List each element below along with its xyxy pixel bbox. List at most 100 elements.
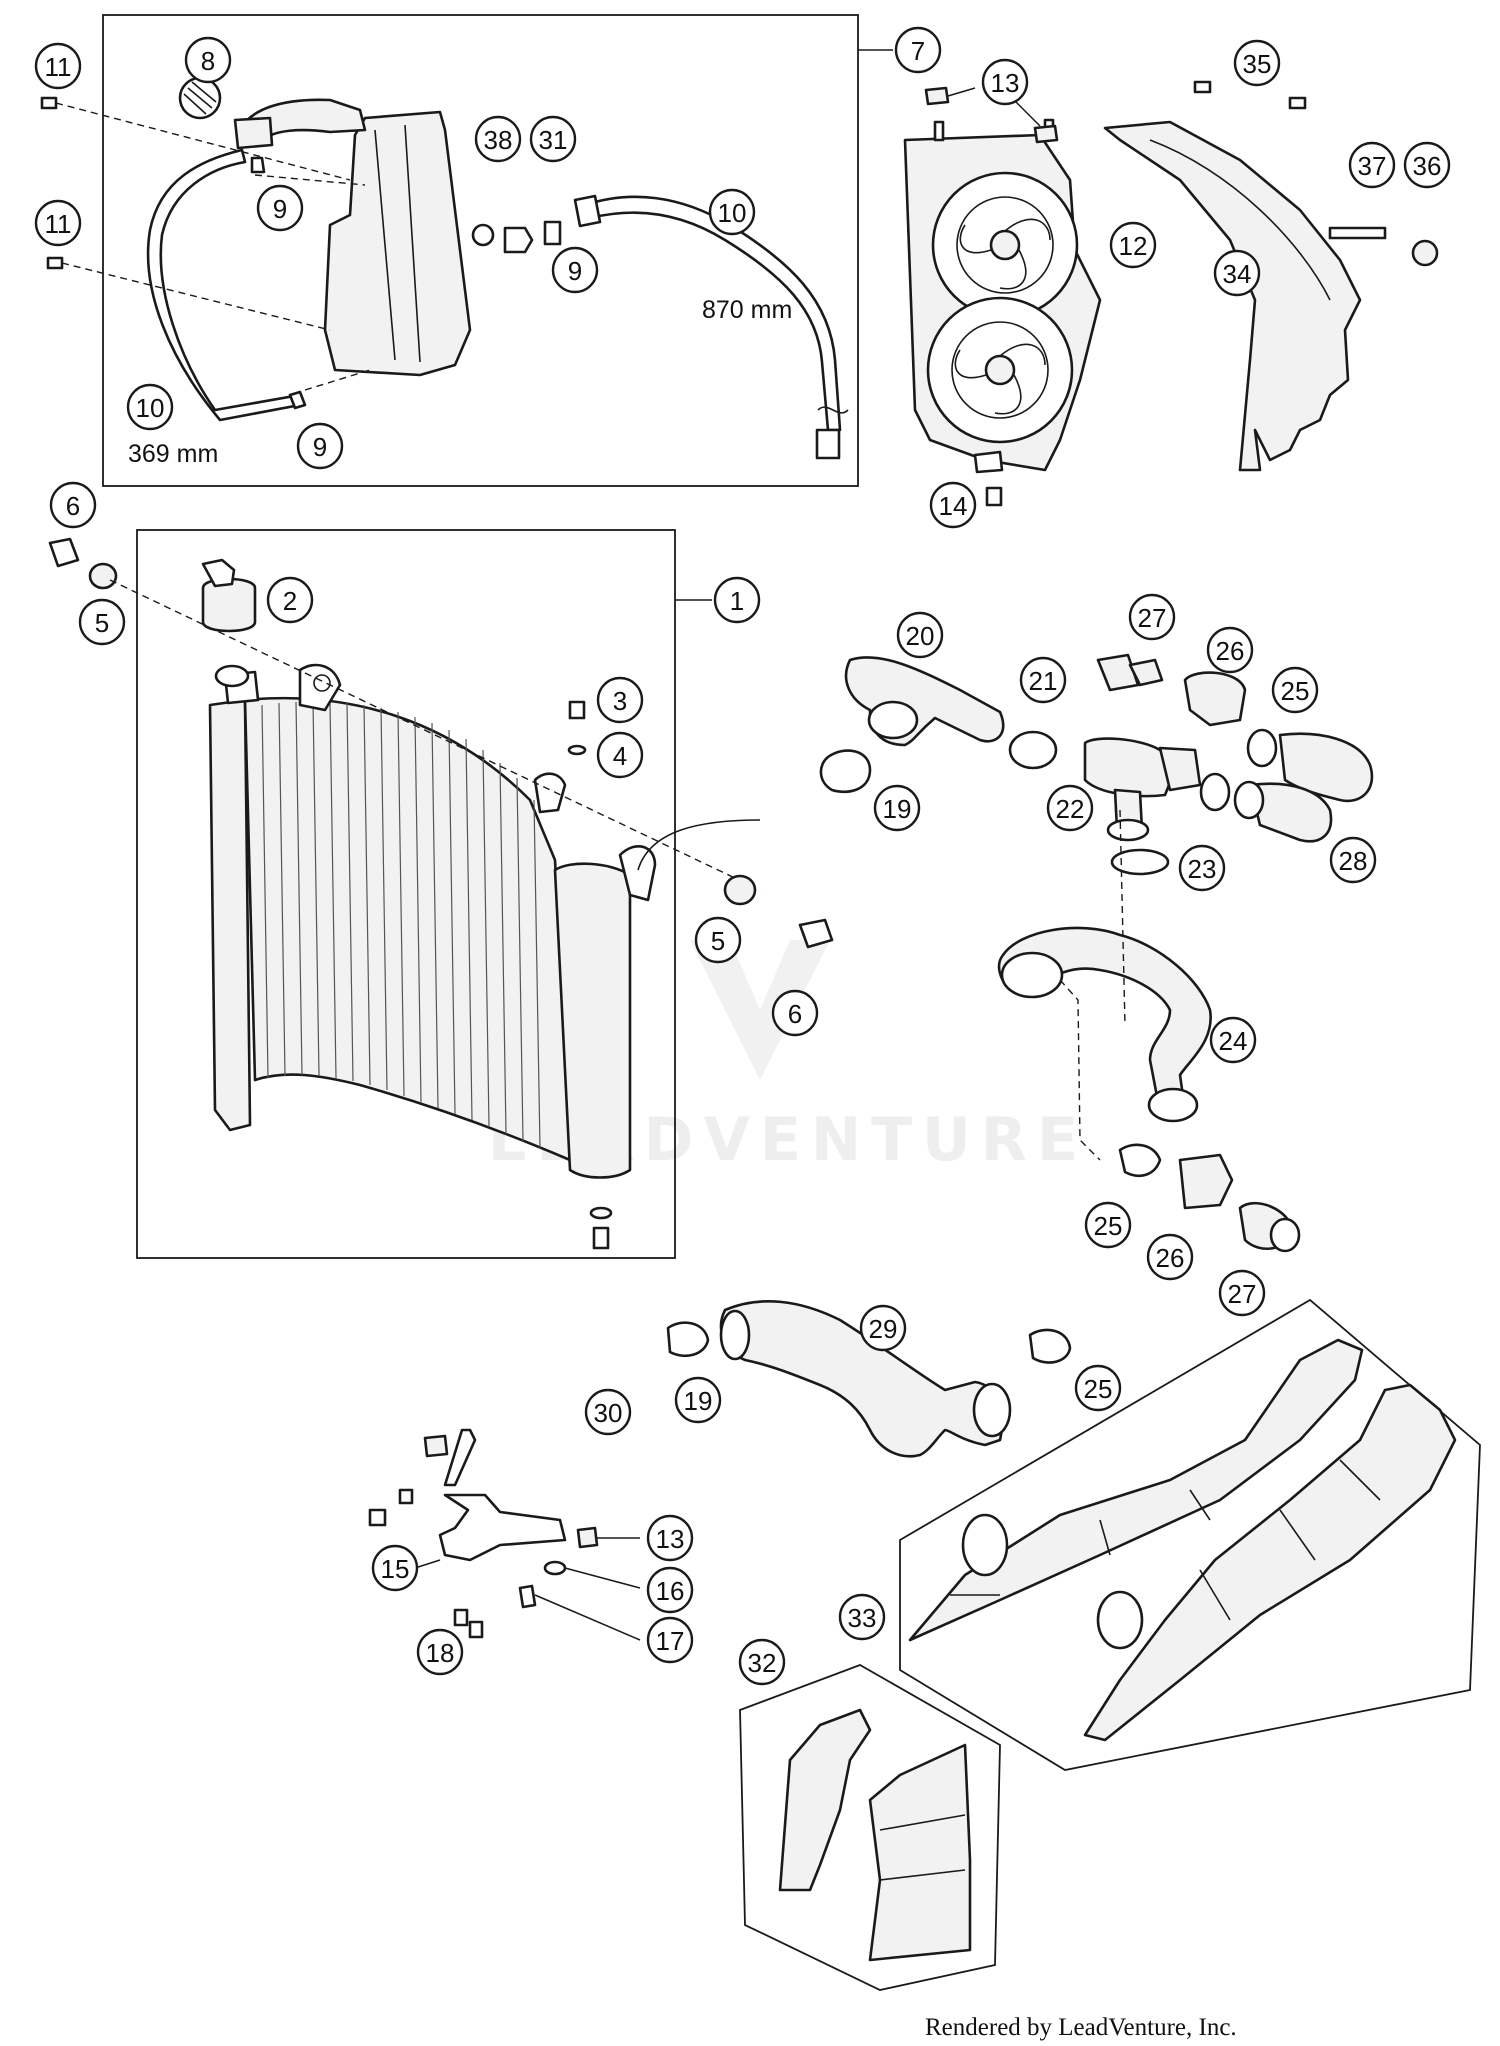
- callout-number: 1: [730, 586, 744, 616]
- render-credit: Rendered by LeadVenture, Inc.: [925, 2014, 1237, 2041]
- callout-circle: [1213, 249, 1261, 297]
- callout-15: 15: [371, 1544, 419, 1592]
- callout-circle: [674, 1376, 722, 1424]
- callout-11: 11: [34, 199, 82, 247]
- callout-number: 9: [313, 432, 327, 462]
- callout-circle: [894, 26, 942, 74]
- coolant-hose-24: [997, 926, 1212, 1123]
- callout-number: 15: [381, 1554, 410, 1584]
- callout-circle: [708, 188, 756, 236]
- callout-circle: [551, 246, 599, 294]
- callout-number: 29: [869, 1314, 898, 1344]
- callout-circle: [34, 199, 82, 247]
- callout-number: 31: [539, 125, 568, 155]
- callout-number: 18: [426, 1638, 455, 1668]
- callout-number: 26: [1156, 1243, 1185, 1273]
- callout-number: 4: [613, 741, 627, 771]
- callout-number: 22: [1056, 794, 1085, 824]
- callout-number: 36: [1413, 151, 1442, 181]
- callout-27: 27: [1128, 593, 1176, 641]
- callout-number: 25: [1084, 1374, 1113, 1404]
- callout-18: 18: [416, 1628, 464, 1676]
- callout-circle: [1218, 1269, 1266, 1317]
- callout-12: 12: [1109, 221, 1157, 269]
- callout-8: 8: [184, 36, 232, 84]
- thermostat-lower: [1118, 1143, 1301, 1253]
- callout-number: 10: [136, 393, 165, 423]
- callout-9: 9: [296, 422, 344, 470]
- callout-circle: [981, 58, 1029, 106]
- callout-circle: [34, 42, 82, 90]
- callout-number: 20: [906, 621, 935, 651]
- callout-circle: [646, 1514, 694, 1562]
- callout-circle: [1019, 656, 1067, 704]
- callout-circle: [296, 422, 344, 470]
- callout-6: 6: [771, 989, 819, 1037]
- callout-number: 9: [273, 194, 287, 224]
- callout-circle: [371, 1544, 419, 1592]
- callout-number: 3: [613, 686, 627, 716]
- callout-number: 10: [718, 198, 747, 228]
- callout-number: 9: [568, 256, 582, 286]
- callout-3: 3: [596, 676, 644, 724]
- callout-34: 34: [1213, 249, 1261, 297]
- callout-number: 27: [1228, 1279, 1257, 1309]
- callout-circle: [838, 1593, 886, 1641]
- callout-19: 19: [674, 1376, 722, 1424]
- callout-13: 13: [646, 1514, 694, 1562]
- callout-number: 30: [594, 1398, 623, 1428]
- callout-circle: [184, 36, 232, 84]
- callout-5: 5: [694, 916, 742, 964]
- callout-number: 21: [1029, 666, 1058, 696]
- callout-number: 8: [201, 46, 215, 76]
- callout-circle: [596, 731, 644, 779]
- coolant-hose-29: [719, 1300, 1012, 1458]
- group-33-frame: [899, 1298, 1481, 1771]
- callout-7: 7: [894, 26, 942, 74]
- callout-circle: [529, 115, 577, 163]
- hose-length-short: 369 mm: [128, 440, 218, 468]
- callout-circle: [1271, 666, 1319, 714]
- callout-circle: [1178, 844, 1226, 892]
- callout-number: 27: [1138, 603, 1167, 633]
- callout-circle: [256, 184, 304, 232]
- callout-9: 9: [256, 184, 304, 232]
- callout-9: 9: [551, 246, 599, 294]
- callout-31: 31: [529, 115, 577, 163]
- callout-circle: [1329, 836, 1377, 884]
- callout-circle: [1128, 593, 1176, 641]
- callout-circle: [646, 1616, 694, 1664]
- callout-number: 2: [283, 586, 297, 616]
- callout-circle: [859, 1304, 907, 1352]
- callout-number: 12: [1119, 231, 1148, 261]
- callout-number: 6: [788, 999, 802, 1029]
- callout-circle: [646, 1566, 694, 1614]
- callout-circle: [873, 784, 921, 832]
- callout-29: 29: [859, 1304, 907, 1352]
- callout-10: 10: [126, 383, 174, 431]
- callout-26: 26: [1206, 626, 1254, 674]
- callout-10: 10: [708, 188, 756, 236]
- callout-circle: [584, 1388, 632, 1436]
- radiator: [208, 663, 657, 1179]
- callout-circle: [1046, 784, 1094, 832]
- callout-36: 36: [1403, 141, 1451, 189]
- callout-14: 14: [929, 481, 977, 529]
- callout-number: 37: [1358, 151, 1387, 181]
- callout-circle: [596, 676, 644, 724]
- callout-30: 30: [584, 1388, 632, 1436]
- callout-circle: [738, 1638, 786, 1686]
- callout-number: 24: [1219, 1026, 1248, 1056]
- callout-number: 6: [66, 491, 80, 521]
- callout-number: 25: [1281, 676, 1310, 706]
- callout-circle: [1074, 1364, 1122, 1412]
- callout-circle: [266, 576, 314, 624]
- callout-13: 13: [981, 58, 1029, 106]
- callout-circle: [1109, 221, 1157, 269]
- callout-number: 16: [656, 1576, 685, 1606]
- callout-37: 37: [1348, 141, 1396, 189]
- callout-circle: [1206, 626, 1254, 674]
- group-7-frame: [102, 14, 859, 487]
- callout-32: 32: [738, 1638, 786, 1686]
